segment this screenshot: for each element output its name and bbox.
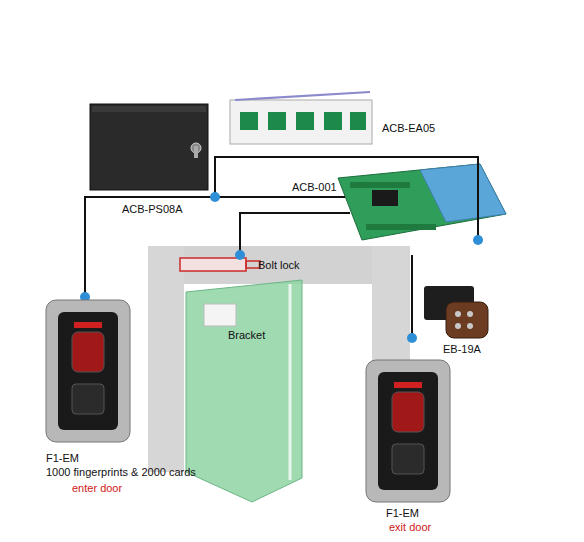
remote-button xyxy=(455,323,461,329)
remote-button xyxy=(467,323,473,329)
controller-board xyxy=(338,164,506,240)
bracket xyxy=(204,304,236,326)
terminal-block xyxy=(240,112,258,130)
terminal-row xyxy=(350,182,410,188)
bolt-lock xyxy=(180,258,246,271)
power-supply-lid xyxy=(92,106,206,112)
terminal-block xyxy=(350,112,366,130)
reader-led xyxy=(394,382,422,388)
key xyxy=(194,146,198,158)
bolt-pin xyxy=(246,261,260,268)
connection-dot xyxy=(473,235,483,245)
ribbon-cable xyxy=(235,92,370,100)
chip xyxy=(372,190,398,206)
controller-board-panel xyxy=(420,164,506,222)
reader-face xyxy=(58,312,118,430)
terminal-row xyxy=(366,224,436,230)
connection-dot xyxy=(235,250,245,260)
door-role: enter door xyxy=(72,482,122,495)
reader-face xyxy=(378,372,438,490)
terminal-block xyxy=(268,112,286,130)
terminal-block xyxy=(296,112,314,130)
fingerprint-window xyxy=(392,392,424,432)
part-name: ACB-PS08A xyxy=(122,203,183,216)
fingerprint-reader xyxy=(366,360,450,502)
model-name: F1-EM xyxy=(46,452,79,465)
card-area xyxy=(72,384,104,414)
fingerprint-reader xyxy=(46,300,130,442)
fingerprint-window xyxy=(72,332,104,372)
connection-dot xyxy=(210,192,220,202)
relay-board xyxy=(230,100,372,144)
card-area xyxy=(392,444,424,474)
part-name: ACB-001 xyxy=(292,181,337,194)
power-supply-box xyxy=(90,104,208,190)
terminal-block xyxy=(324,112,342,130)
door-leaf xyxy=(186,280,302,502)
part-name: EB-19A xyxy=(443,343,481,356)
wire xyxy=(411,255,413,338)
remote-button xyxy=(455,311,461,317)
door-frame-left xyxy=(148,246,184,472)
remote-button xyxy=(467,311,473,317)
reader-led xyxy=(74,322,102,328)
door-edge xyxy=(289,284,292,480)
part-name: ACB-EA05 xyxy=(382,122,435,135)
wire xyxy=(215,157,478,240)
remote-fob xyxy=(446,302,488,338)
model-name: F1-EM xyxy=(386,507,419,520)
connection-dot xyxy=(407,333,417,343)
wire xyxy=(240,213,350,255)
part-name: Bolt lock xyxy=(258,259,300,272)
door-role: exit door xyxy=(389,521,431,534)
part-name: Bracket xyxy=(228,329,265,342)
door-frame-top xyxy=(148,246,410,284)
capacity-note: 1000 fingerprints & 2000 cards xyxy=(46,466,196,479)
